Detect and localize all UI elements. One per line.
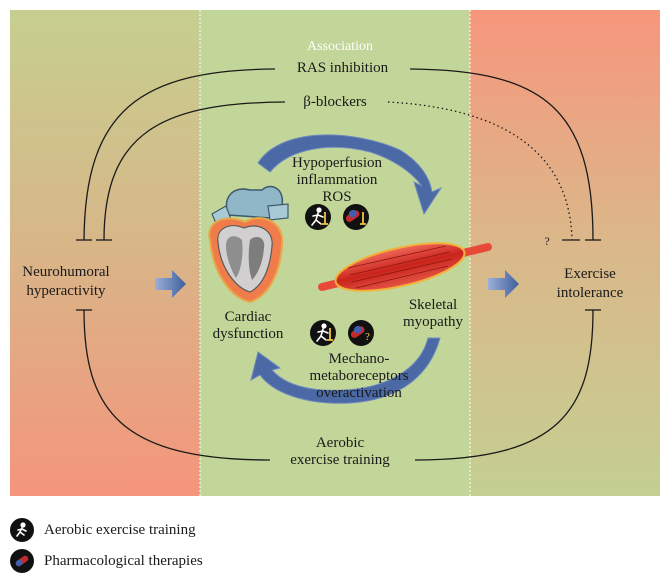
skeletal-line-1: Skeletal [408, 297, 458, 313]
intolerance-line-2: intolerance [556, 285, 624, 301]
cardiac-dysfunction-label: Cardiac dysfunction [198, 309, 298, 343]
heart-illustration [208, 185, 289, 304]
top-curved-arrow [257, 134, 443, 216]
arrow-myopathy-to-intolerance [488, 270, 519, 298]
association-header: Association [306, 39, 374, 54]
pill-icon [10, 549, 34, 573]
legend-label: Pharmacological therapies [44, 552, 203, 569]
neurohumoral-line-1: Neurohumoral [22, 264, 110, 280]
neurohumoral-label: Neurohumoral hyperactivity [10, 263, 122, 301]
muscle-belly [334, 242, 466, 292]
legend-label: Aerobic exercise training [44, 521, 196, 538]
aerobic-to-neurohumoral-line [83, 309, 271, 461]
bottom-therapy-icons: ? [310, 320, 374, 346]
ras-to-intolerance-line [409, 68, 594, 241]
mechanism-inflammation: inflammation [296, 172, 378, 188]
skeletal-muscle-illustration [318, 242, 492, 292]
exercise-intolerance-label: Exercise intolerance [535, 265, 645, 303]
bottom-mechanisms-label: Mechano- metaboreceptors overactivation [300, 351, 418, 402]
left-panel [10, 10, 200, 496]
beta-to-neurohumoral-line [103, 101, 286, 241]
beta-blockers-label: β-blockers [303, 94, 367, 110]
inhibition-lines [76, 68, 601, 461]
aerobic-training-label: Aerobic exercise training [265, 435, 415, 469]
legend-item-aerobic: Aerobic exercise training [10, 518, 196, 542]
mechanism-hypoperfusion: Hypoperfusion [292, 155, 382, 171]
aerobic-line-1: Aerobic [315, 435, 365, 451]
bottom-curved-arrow [250, 337, 441, 404]
mechanism-metaboreceptors: metaboreceptors [309, 368, 409, 384]
right-panel [470, 10, 660, 496]
cardiac-line-2: dysfunction [212, 326, 284, 342]
neurohumoral-line-2: hyperactivity [26, 283, 106, 299]
ras-to-neurohumoral-line [83, 68, 276, 241]
aerobic-line-2: exercise training [290, 452, 390, 468]
legend-item-pharmacological: Pharmacological therapies [10, 549, 203, 573]
heart-chamber-right [248, 236, 265, 280]
vessel-right [267, 203, 289, 221]
ras-inhibition-label: RAS inhibition [296, 60, 389, 76]
beta-to-intolerance-dotted-line [387, 101, 573, 241]
pill-question-mark: ? [365, 331, 370, 343]
mechanism-overactivation: overactivation [316, 385, 402, 401]
aerobic-to-intolerance-line [414, 309, 594, 461]
runner-icon [10, 518, 34, 542]
skeletal-line-2: myopathy [403, 314, 463, 330]
heart-chamber-left [226, 236, 243, 278]
intolerance-line-1: Exercise [564, 266, 616, 282]
mechanism-ros: ROS [322, 189, 352, 205]
arrow-neurohumoral-to-cardiac [155, 270, 186, 298]
skeletal-myopathy-label: Skeletal myopathy [378, 297, 488, 331]
top-mechanisms-label: Hypoperfusion inflammation ROS [282, 155, 392, 206]
muscle-fibers [347, 245, 453, 289]
cardiac-line-1: Cardiac [224, 309, 272, 325]
question-mark: ? [544, 234, 550, 248]
mechanism-mechano: Mechano- [328, 351, 390, 367]
top-therapy-icons [305, 204, 369, 230]
